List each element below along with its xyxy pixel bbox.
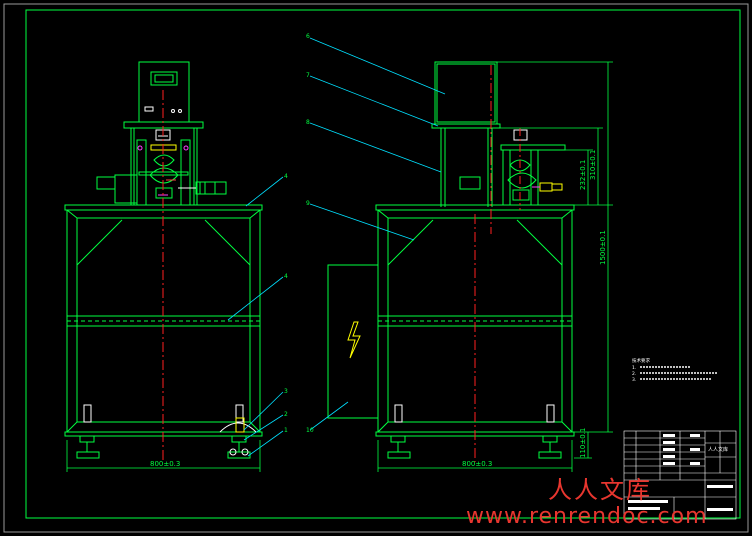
- left-width-label: 800±0.3: [150, 460, 180, 468]
- overall-height-label: 1500±0.1: [599, 230, 607, 265]
- notes-title: 技术要求: [632, 357, 650, 364]
- balloon-left-5: 1: [284, 427, 288, 434]
- title-block-company: 人人文库: [708, 446, 728, 453]
- right-width-dimension: [377, 440, 573, 472]
- watermark-chinese: 人人文库: [548, 476, 652, 504]
- upper-height-label: 310±0.1: [589, 150, 597, 180]
- balloon-right-3: 8: [306, 119, 310, 126]
- right-table-top: [375, 204, 575, 211]
- left-cylinder: [96, 176, 116, 190]
- balloon-left-3: 3: [284, 388, 288, 395]
- outer-frame: [3, 3, 749, 533]
- balloon-left-4: 2: [284, 411, 288, 418]
- right-cabinet: [434, 61, 498, 125]
- control-cabinet: [138, 61, 190, 123]
- technical-notes: 技术要求 1. 2. 3.: [632, 357, 718, 383]
- balloon-right-2: 7: [306, 72, 310, 79]
- balloon-right-1: 6: [306, 33, 310, 40]
- foot-height-label: 110±0.1: [579, 428, 587, 458]
- balloon-left-1: 4: [284, 173, 288, 180]
- vertical-dimensions: [497, 61, 613, 459]
- electrical-box: [327, 264, 379, 419]
- notes-line-1: 1.: [632, 365, 636, 371]
- right-view: [327, 61, 575, 459]
- balloon-left-2: 4: [284, 273, 288, 280]
- balloon-right-4: 9: [306, 200, 310, 207]
- title-block: [623, 430, 737, 520]
- watermark-url: www.renrendoc.com: [466, 504, 708, 529]
- notes-line-3: 3.: [632, 377, 636, 383]
- right-leaders: [309, 37, 446, 431]
- control-display: [150, 71, 178, 86]
- balloon-right-5: 10: [306, 427, 314, 434]
- left-leaders: [227, 176, 284, 457]
- left-width-dimension: [66, 440, 261, 472]
- inner-frame: [25, 9, 741, 519]
- notes-line-2: 2.: [632, 371, 636, 377]
- mid-height-label: 232±0.1: [579, 160, 587, 190]
- lightning-icon: [347, 321, 361, 359]
- right-width-label: 800±0.3: [462, 460, 492, 468]
